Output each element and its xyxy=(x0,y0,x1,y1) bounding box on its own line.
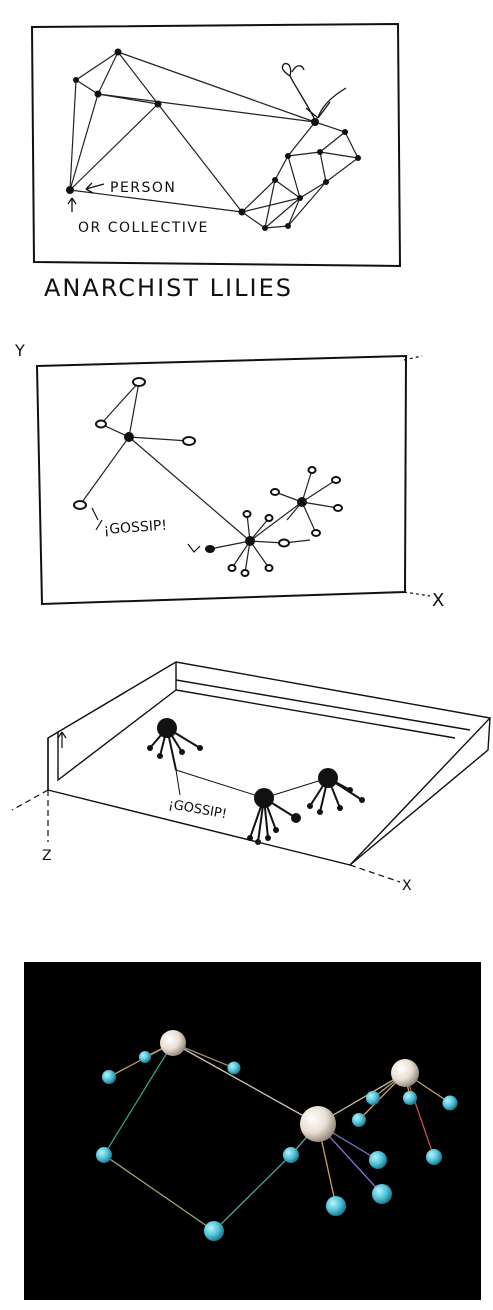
axis-x-label: X xyxy=(432,590,444,611)
sketch-2d-panel: Y X xyxy=(14,341,444,611)
axis-z-label: Z xyxy=(42,848,52,864)
sketch-network-panel: PERSON OR COLLECTIVE xyxy=(30,22,402,268)
render-3d-panel xyxy=(24,962,481,1300)
label-collective: OR COLLECTIVE xyxy=(78,220,209,236)
gossip-label-3d: ¡GOSSIP! xyxy=(167,797,228,822)
sketch-3d-panel: Z X ¡GOSSIP! xyxy=(11,661,492,894)
arrow-to-person-icon xyxy=(85,182,105,194)
arrow-to-collective-icon xyxy=(67,197,77,212)
axis-y-label: Y xyxy=(14,341,25,360)
axis-x-label-3d: X xyxy=(402,878,412,894)
diagram-title: ANARCHIST LILIES xyxy=(44,274,293,302)
gossip-label: ¡GOSSIP! xyxy=(103,518,167,538)
label-person: PERSON xyxy=(110,180,176,196)
lily-doodle-icon xyxy=(281,62,347,121)
